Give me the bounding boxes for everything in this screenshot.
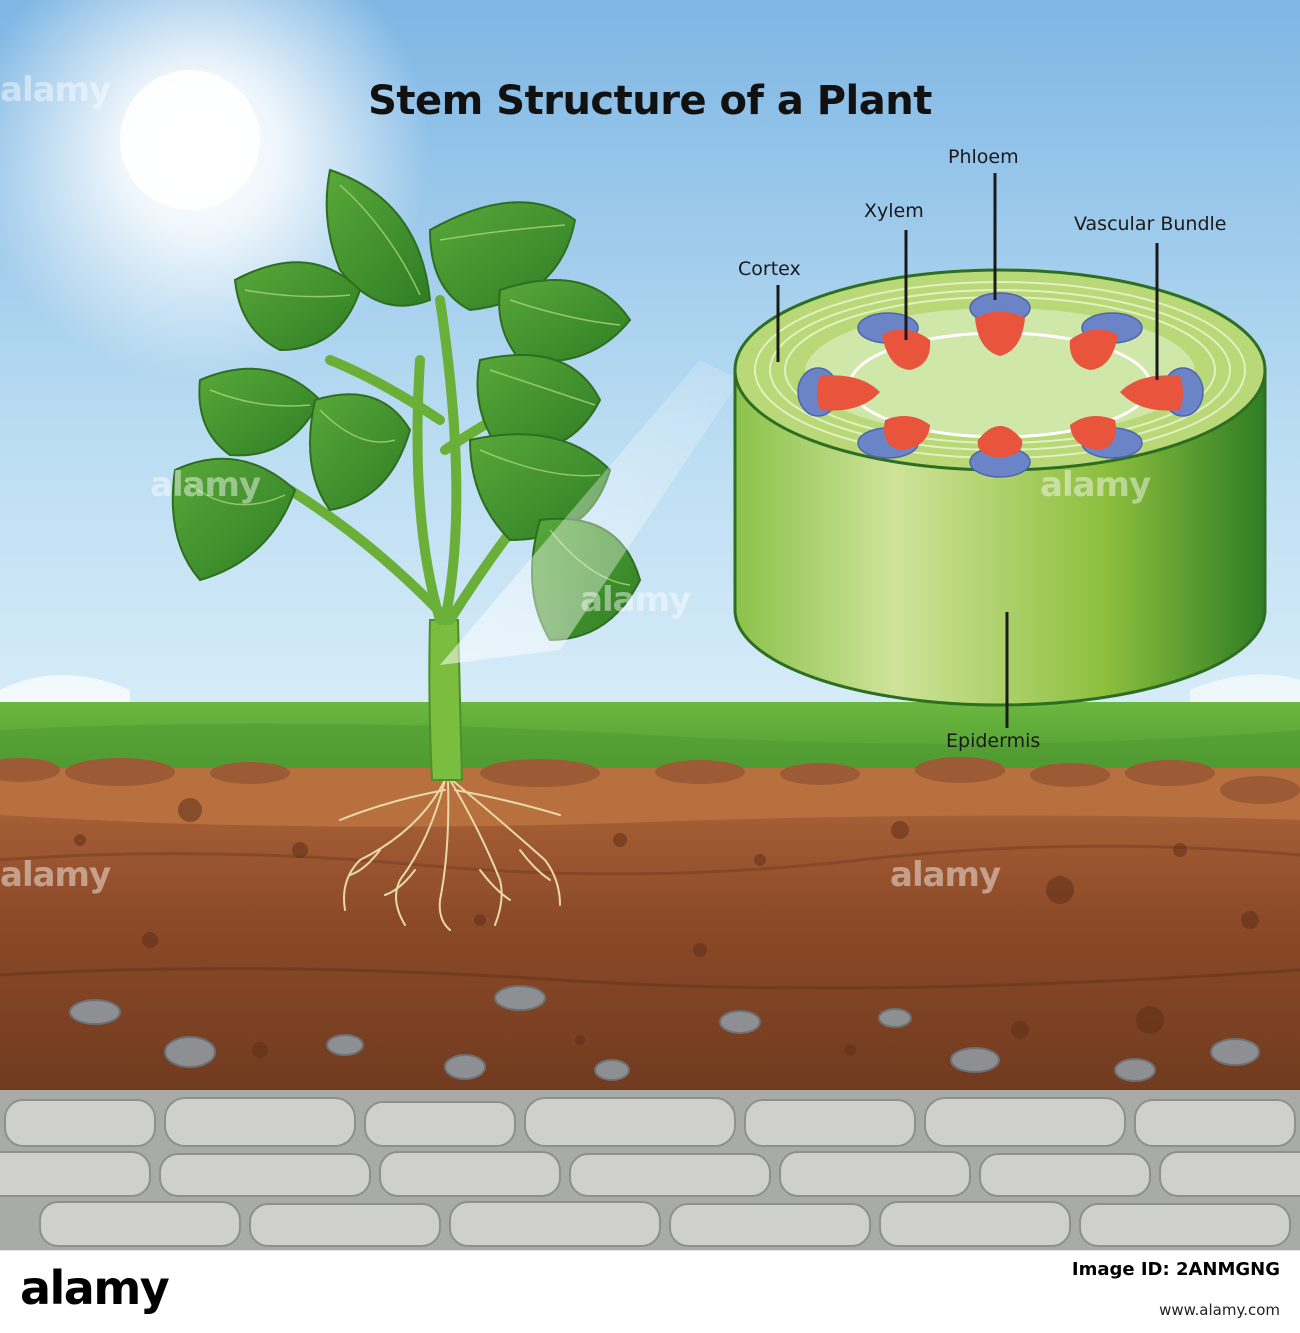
label-epidermis: Epidermis xyxy=(946,730,1041,752)
xylem xyxy=(1120,375,1183,411)
label-vascular-bundle: Vascular Bundle xyxy=(1074,213,1227,235)
watermark: alamy xyxy=(0,855,111,895)
diagram-scene xyxy=(0,0,1300,1250)
soil-specks xyxy=(74,798,1259,1058)
soil-layer-line-2 xyxy=(0,967,1300,990)
plant-stem xyxy=(428,619,464,781)
stem-cross-section xyxy=(733,268,1267,707)
xylem xyxy=(882,329,931,370)
xylem xyxy=(977,426,1023,458)
xylem xyxy=(975,311,1025,356)
horizon-cloud-right xyxy=(1190,674,1300,710)
leader-lines xyxy=(776,173,1159,728)
magnify-beam xyxy=(440,360,740,665)
surface-pebbles xyxy=(0,757,1300,804)
watermark: alamy xyxy=(890,855,1001,895)
soil-layer-line xyxy=(0,844,1300,876)
sun xyxy=(120,70,260,210)
xylem xyxy=(817,375,880,411)
watermark: alamy xyxy=(580,580,691,620)
diagram-title: Stem Structure of a Plant xyxy=(368,78,932,124)
watermark: alamy xyxy=(0,70,111,110)
watermark: alamy xyxy=(150,465,261,505)
horizon-cloud xyxy=(0,675,130,710)
leaf-veins xyxy=(184,184,631,586)
xylem xyxy=(1069,329,1118,370)
label-xylem: Xylem xyxy=(864,200,924,222)
bedrock-stones xyxy=(0,1097,1300,1247)
site-url: www.alamy.com xyxy=(1159,1301,1280,1319)
watermark: alamy xyxy=(1040,465,1151,505)
vascular-bundles xyxy=(797,292,1204,478)
buried-stones xyxy=(69,985,1260,1082)
label-cortex: Cortex xyxy=(738,258,801,280)
xylem xyxy=(1070,416,1116,450)
label-phloem: Phloem xyxy=(948,146,1019,168)
plant-roots xyxy=(339,779,561,931)
topsoil xyxy=(0,768,1300,827)
footer-bar: alamy Image ID: 2ANMGNG www.alamy.com xyxy=(0,1250,1300,1333)
soil xyxy=(0,770,1300,1100)
image-id: Image ID: 2ANMGNG xyxy=(1071,1259,1280,1280)
brand-logo: alamy xyxy=(20,1261,170,1315)
xylem xyxy=(884,416,930,450)
